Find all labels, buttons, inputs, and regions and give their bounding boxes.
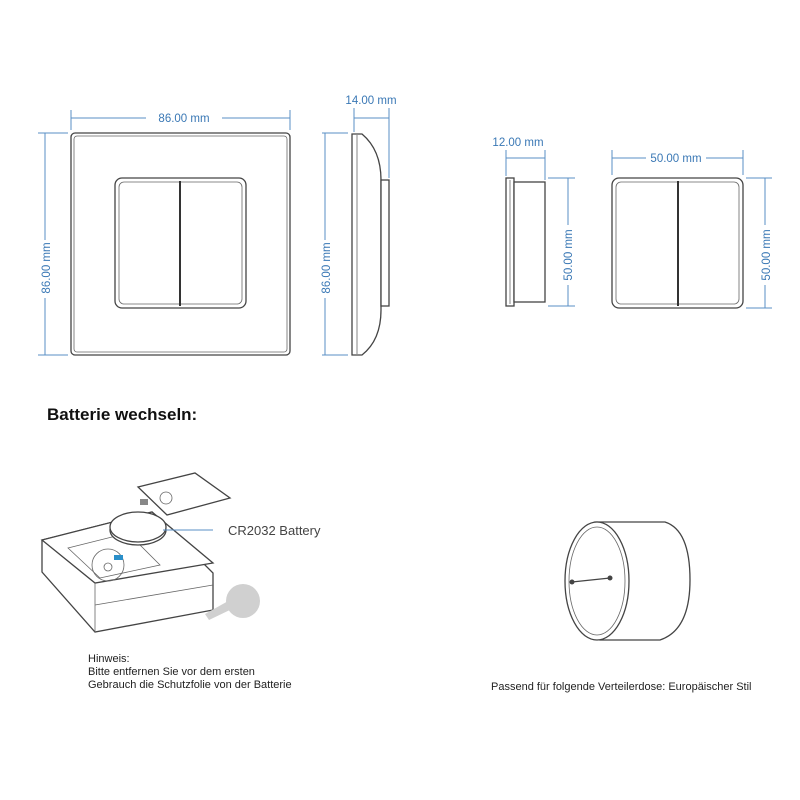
note-line-2: Gebrauch die Schutzfolie von der Batteri… <box>88 679 292 691</box>
battery-note: Hinweis: Bitte entfernen Sie vor dem ers… <box>88 653 292 692</box>
front-height-label: 86.00 mm <box>41 242 53 293</box>
front-plate-view: 86.00 mm 86.00 mm <box>38 110 291 356</box>
module-depth-label: 12.00 mm <box>492 137 543 149</box>
note-title: Hinweis: <box>88 653 130 665</box>
note-line-1: Bitte entfernen Sie vor dem ersten <box>88 666 255 678</box>
side-view: 86.00 mm 14.00 mm <box>321 95 397 356</box>
battery-label: CR2032 Battery <box>228 523 321 538</box>
box-caption: Passend für folgende Verteilerdose: Euro… <box>491 681 752 693</box>
module-front-view: 50.00 mm 50.00 mm <box>611 150 773 309</box>
module-side-view: 12.00 mm 50.00 mm <box>492 137 575 307</box>
module-width-label: 50.00 mm <box>650 153 701 165</box>
module-side-height-label: 50.00 mm <box>563 229 575 280</box>
side-depth-label: 14.00 mm <box>345 95 396 107</box>
module-height-label: 50.00 mm <box>761 229 773 280</box>
battery-exploded-view: CR2032 Battery <box>40 472 321 633</box>
junction-box-drawing <box>564 521 691 641</box>
battery-heading: Batterie wechseln: <box>47 405 198 424</box>
front-width-label: 86.00 mm <box>158 113 209 125</box>
side-height-label: 86.00 mm <box>321 242 333 293</box>
